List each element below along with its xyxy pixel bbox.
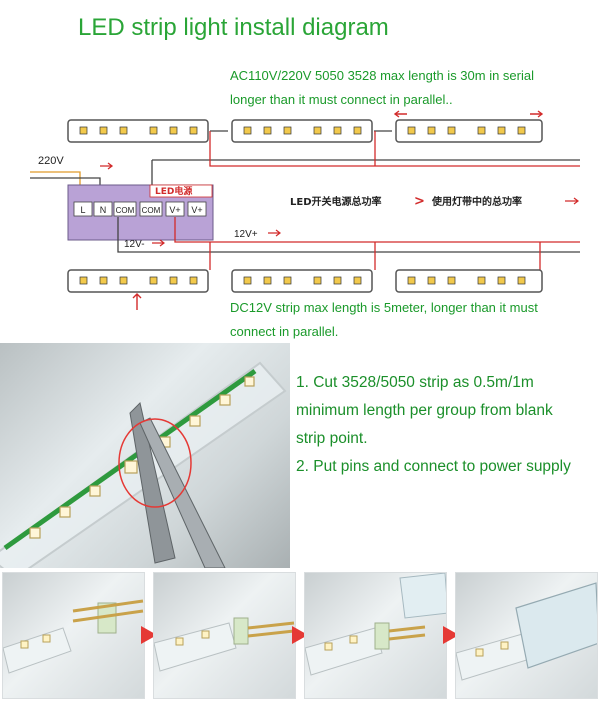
terminal-com-1: COM [116, 206, 135, 215]
connector-step-4 [455, 572, 598, 699]
dc-note: DC12V strip max length is 5meter, longer… [230, 296, 590, 344]
input-arrow [100, 162, 114, 170]
strip-bottom-2 [231, 269, 373, 293]
terminal-v-plus-1: V+ [169, 205, 180, 215]
connector-step-1 [2, 572, 145, 699]
ac-note-line-2: longer than it must connect in parallel.… [230, 92, 453, 107]
instruction-line-1: 1. Cut 3528/5050 strip as 0.5m/1m [296, 374, 534, 391]
output-minus-arrow [152, 239, 165, 247]
wiring-diagram: 220V LED电源 L N COM COM V+ V+ LED开关电源总功率 … [30, 110, 580, 310]
terminal-v-plus-2: V+ [191, 205, 202, 215]
strip-bottom-1 [67, 269, 209, 293]
instruction-line-3: strip point. [296, 430, 368, 447]
connector-step-4-illustration [456, 582, 597, 681]
output-plus-label: 12V+ [234, 229, 258, 240]
instruction-line-2: minimum length per group from blank [296, 402, 553, 419]
output-plus-arrow [268, 229, 281, 237]
strip-top-1 [67, 119, 209, 143]
connector-step-2 [153, 572, 296, 699]
top-bus-wires [151, 130, 580, 185]
output-minus-label: 12V- [124, 239, 145, 250]
input-voltage-label: 220V [38, 155, 64, 167]
strip-bottom-3 [395, 269, 543, 293]
strip-top-2 [231, 119, 373, 143]
power-rule-arrow [565, 197, 579, 205]
terminal-n: N [100, 205, 107, 215]
strip-cut-photo [0, 343, 290, 568]
bottom-bus-wires [117, 217, 580, 270]
strip-cut-illustration [0, 361, 287, 568]
power-rule-text-1: LED开关电源总功率 [290, 195, 382, 208]
page-title: LED strip light install diagram [78, 14, 389, 41]
dc-note-line-2: connect in parallel. [230, 324, 339, 339]
dc-note-line-1: DC12V strip max length is 5meter, longer… [230, 300, 538, 315]
ac-note: AC110V/220V 5050 3528 max length is 30m … [230, 64, 590, 112]
power-supply-label: LED电源 [155, 185, 192, 197]
connector-step-1-illustration [3, 599, 144, 674]
cut-point-arrow [132, 293, 142, 310]
cut-point-circle [118, 418, 192, 508]
ac-note-line-1: AC110V/220V 5050 3528 max length is 30m … [230, 68, 535, 83]
power-rule-symbol: > [414, 194, 425, 209]
input-wire-n [30, 171, 81, 188]
connector-step-3-illustration [305, 573, 446, 676]
terminal-com-2: COM [142, 206, 161, 215]
terminal-l: L [80, 205, 85, 215]
strip-top-3 [395, 119, 543, 143]
connector-step-2-illustration [154, 617, 295, 672]
connector-step-3 [304, 572, 447, 699]
power-rule: LED开关电源总功率 > 使用灯带中的总功率 [290, 194, 579, 209]
power-rule-text-2: 使用灯带中的总功率 [431, 195, 522, 208]
power-supply: LED电源 L N COM COM V+ V+ [67, 184, 214, 241]
red-arrows-top [393, 110, 544, 118]
instruction-line-4: 2. Put pins and connect to power supply [296, 458, 571, 475]
